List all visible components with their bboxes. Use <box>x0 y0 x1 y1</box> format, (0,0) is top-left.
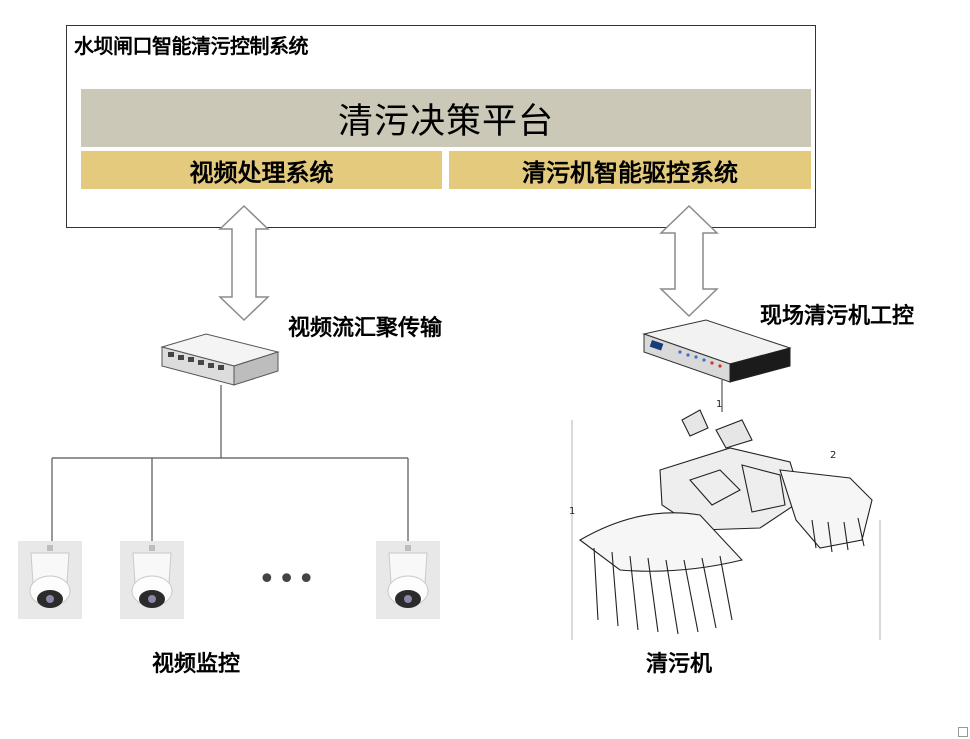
corner-mark <box>958 727 968 737</box>
part-number-1-left: 1 <box>569 506 575 517</box>
double-arrow-left <box>218 204 270 322</box>
more-cameras-ellipsis: ••• <box>258 562 318 597</box>
cleaner-drive-control-system: 清污机智能驱控系统 <box>449 151 811 189</box>
double-arrow-right <box>659 204 719 318</box>
part-number-2: 2 <box>830 450 836 461</box>
system-title: 水坝闸口智能清污控制系统 <box>74 34 309 58</box>
network-lines <box>51 380 723 546</box>
video-stream-aggregation-label: 视频流汇聚传输 <box>288 316 443 341</box>
video-processing-system: 视频处理系统 <box>81 151 442 189</box>
cleaner-machine-drawing <box>571 409 881 640</box>
field-cleaner-control-label: 现场清污机工控 <box>760 304 915 329</box>
video-switch-icon <box>160 333 280 386</box>
camera-icon <box>376 541 440 619</box>
decision-platform-bar: 清污决策平台 <box>81 89 811 147</box>
camera-icon <box>18 541 82 619</box>
industrial-controller-icon <box>642 319 792 383</box>
part-number-1-top: 1 <box>716 399 722 410</box>
cleaner-machine-label: 清污机 <box>646 652 713 677</box>
camera-icon <box>120 541 184 619</box>
video-monitoring-label: 视频监控 <box>152 652 241 677</box>
